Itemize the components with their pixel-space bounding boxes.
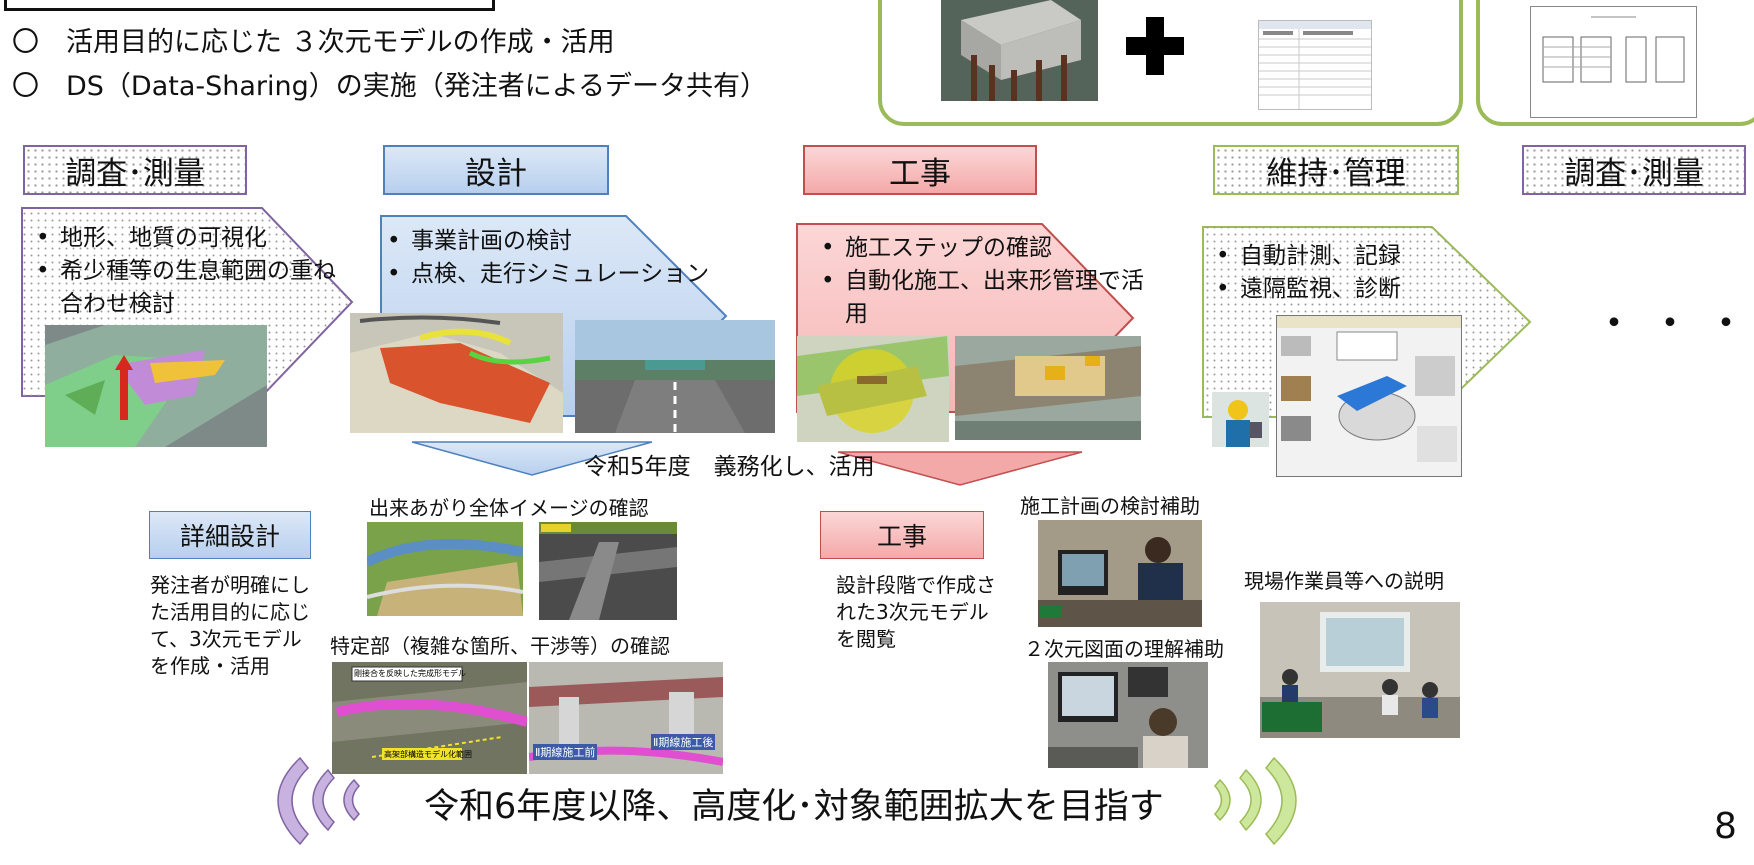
caption-overall-image: 出来あがり全体イメージの確認 [369,496,649,520]
terrain-geology-image [45,325,267,447]
specific-part-photo-2: Ⅱ期線施工前 Ⅱ期線施工後 [529,662,723,774]
survey-bullets: 地形、地質の可視化 希少種等の生息範囲の重ね合わせ検討 [30,222,350,321]
page-number: 8 [1714,806,1737,847]
driving-simulation-image [575,320,775,433]
caption-worker-explanation: 現場作業員等への説明 [1244,569,1444,593]
caption-specific-part: 特定部（複雑な箇所、干渉等）の確認 [330,634,670,658]
bridge-pier-3d-image [941,0,1098,101]
attribute-table-image [1258,20,1372,110]
photo-tag-4: Ⅱ期線施工後 [651,734,716,750]
project-plan-terrain-image [350,313,563,433]
maintenance-bullet-2: 遠隔監視、診断 [1210,273,1510,306]
mandate-text: 令和5年度 義務化し、活用 [584,454,875,480]
maintenance-bullet-1: 自動計測、記録 [1210,240,1510,273]
photo-tag-1: 剛接合を反映した完成形モデル [354,669,466,678]
inspector-illustration [1212,392,1269,447]
design-bullet-2: 点検、走行シミュレーション [381,258,741,291]
drawing-sheet-image [1530,6,1697,118]
footer-goal-text: 令和6年度以降、高度化･対象範囲拡大を目指す [424,787,1164,827]
right-signal-waves [1214,756,1297,846]
plan-assist-photo [1038,520,1202,627]
overall-image-photo-2 [539,522,677,620]
survey-bullet-2: 希少種等の生息範囲の重ね合わせ検討 [30,255,350,321]
stage-construction: 工事 [803,145,1037,195]
construction-detail-label: 工事 [820,511,984,559]
plus-icon [1126,17,1184,75]
automated-construction-image [955,336,1141,440]
left-signal-waves [277,756,360,846]
construction-bullet-1: 施工ステップの確認 [815,232,1145,265]
specific-part-photo-1: 剛接合を反映した完成形モデル 高架部構造モデル化範囲 [332,662,527,774]
photo-tag-2: 高架部構造モデル化範囲 [384,750,472,759]
title-box-edge [4,0,495,11]
inspection-record-image [1276,315,1462,477]
design-bullets: 事業計画の検討 点検、走行シミュレーション [381,225,741,291]
stage-maintenance: 維持･管理 [1213,145,1459,195]
maintenance-bullets: 自動計測、記録 遠隔監視、診断 [1210,240,1510,306]
construction-step-image [797,336,949,442]
model-data-frame [878,0,1463,126]
drawing-assist-photo [1048,662,1208,768]
photo-tag-3: Ⅱ期線施工前 [533,744,598,760]
intro-line-1: 〇 活用目的に応じた ３次元モデルの作成・活用 [12,27,615,58]
caption-plan-assist: 施工計画の検討補助 [1020,494,1200,518]
construction-detail-text: 設計段階で作成された3次元モデルを閲覧 [836,573,996,651]
construction-bullets: 施工ステップの確認 自動化施工、出来形管理で活用 [815,232,1145,331]
detail-design-text: 発注者が明確にした活用目的に応じて、3次元モデルを作成・活用 [150,573,310,678]
continuation-ellipsis: ・・・ [1596,303,1754,344]
worker-explanation-photo [1260,602,1460,738]
construction-bullet-2: 自動化施工、出来形管理で活用 [815,265,1145,331]
stage-survey-1: 調査･測量 [23,145,247,195]
stage-survey-2: 調査･測量 [1522,145,1746,195]
stage-design: 設計 [383,145,609,195]
caption-2d-drawing-assist: ２次元図面の理解補助 [1024,637,1224,661]
survey-bullet-1: 地形、地質の可視化 [30,222,350,255]
intro-line-2: 〇 DS（Data-Sharing）の実施（発注者によるデータ共有） [12,71,767,102]
detail-design-label: 詳細設計 [149,511,311,559]
overall-image-photo-1 [367,522,523,616]
drawing-frame [1476,0,1754,126]
design-bullet-1: 事業計画の検討 [381,225,741,258]
